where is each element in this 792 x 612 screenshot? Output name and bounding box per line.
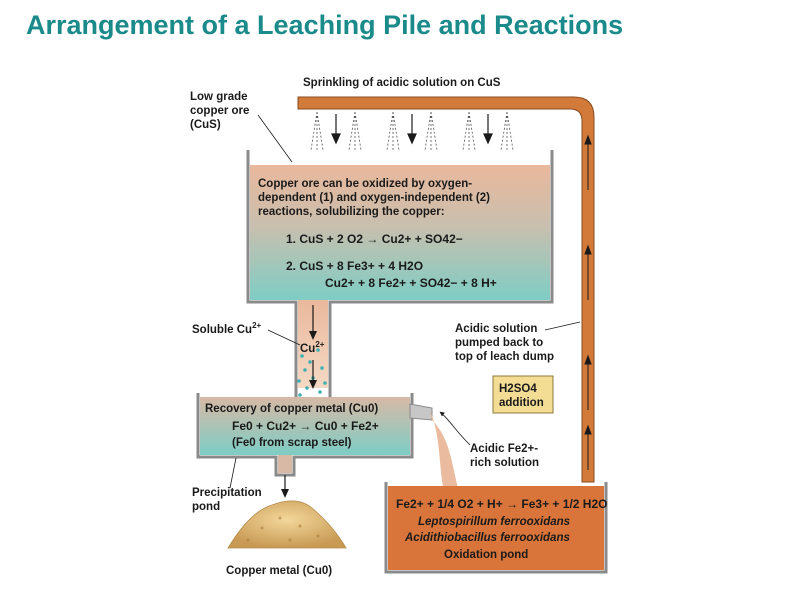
reaction-2a: 2. CuS + 8 Fe3+ + 4 H2O [286, 259, 423, 273]
oxidation-pond-contents [388, 486, 604, 570]
pipe-flow-arrows [584, 134, 592, 470]
recovery-title: Recovery of copper metal (Cu0) [205, 403, 378, 415]
slide-title: Arrangement of a Leaching Pile and React… [26, 10, 624, 40]
spray-down-arrows [331, 114, 493, 145]
copper-metal-label: Copper metal (Cu0) [226, 565, 332, 577]
oxidation-pond-label: Oxidation pond [444, 549, 528, 561]
leach-tank-contents [250, 165, 550, 300]
recovery-spout [409, 403, 433, 421]
soluble-cu-label: Soluble Cu2+ [192, 321, 262, 336]
cu-ion-label: Cu2+ [300, 340, 325, 355]
leader-low-grade [257, 114, 293, 163]
leader-acidic-fe [439, 411, 471, 446]
precip-pond-label: Precipitation pond [192, 487, 265, 513]
sprinklers [310, 111, 514, 152]
reaction-2b: Cu2+ + 8 Fe2+ + SO42− + 8 H+ [325, 276, 497, 290]
cu-ion-dots [297, 348, 327, 397]
recovery-tank-contents [200, 397, 410, 455]
h2so4-addition-box [492, 375, 554, 414]
reaction-1: 1. CuS + 2 O2 → Cu2+ + SO42− [286, 232, 463, 246]
recovery-equation: Fe0 + Cu2+ → Cu0 + Fe2+ [232, 419, 379, 433]
acidic-fe-label: Acidic Fe2+- rich solution [470, 443, 541, 469]
recovery-note: (Fe0 from scrap steel) [232, 437, 352, 449]
leader-soluble [267, 329, 301, 346]
organism-2: Acidithiobacillus ferrooxidans [404, 532, 570, 544]
oxidation-pond [384, 482, 608, 574]
copper-pile [227, 500, 347, 549]
low-grade-label: Low grade copper ore (CuS) [190, 91, 253, 131]
leach-intro-text: Copper ore can be oxidized by oxygen- de… [258, 178, 493, 218]
acidic-pumped-label: Acidic solution pumped back to top of le… [455, 323, 554, 363]
sprinkling-label: Sprinkling of acidic solution on CuS [303, 77, 501, 89]
organism-1: Leptospirillum ferrooxidans [418, 516, 570, 528]
leader-acidic-pumped [544, 321, 581, 331]
oxidation-equation: Fe2+ + 1/4 O2 + H+ → Fe3+ + 1/2 H2O [396, 497, 607, 511]
h2so4-label: H2SO4 addition [499, 383, 544, 409]
return-pipe [297, 96, 595, 483]
outflow-stream [430, 410, 460, 495]
leader-precip [229, 457, 237, 489]
